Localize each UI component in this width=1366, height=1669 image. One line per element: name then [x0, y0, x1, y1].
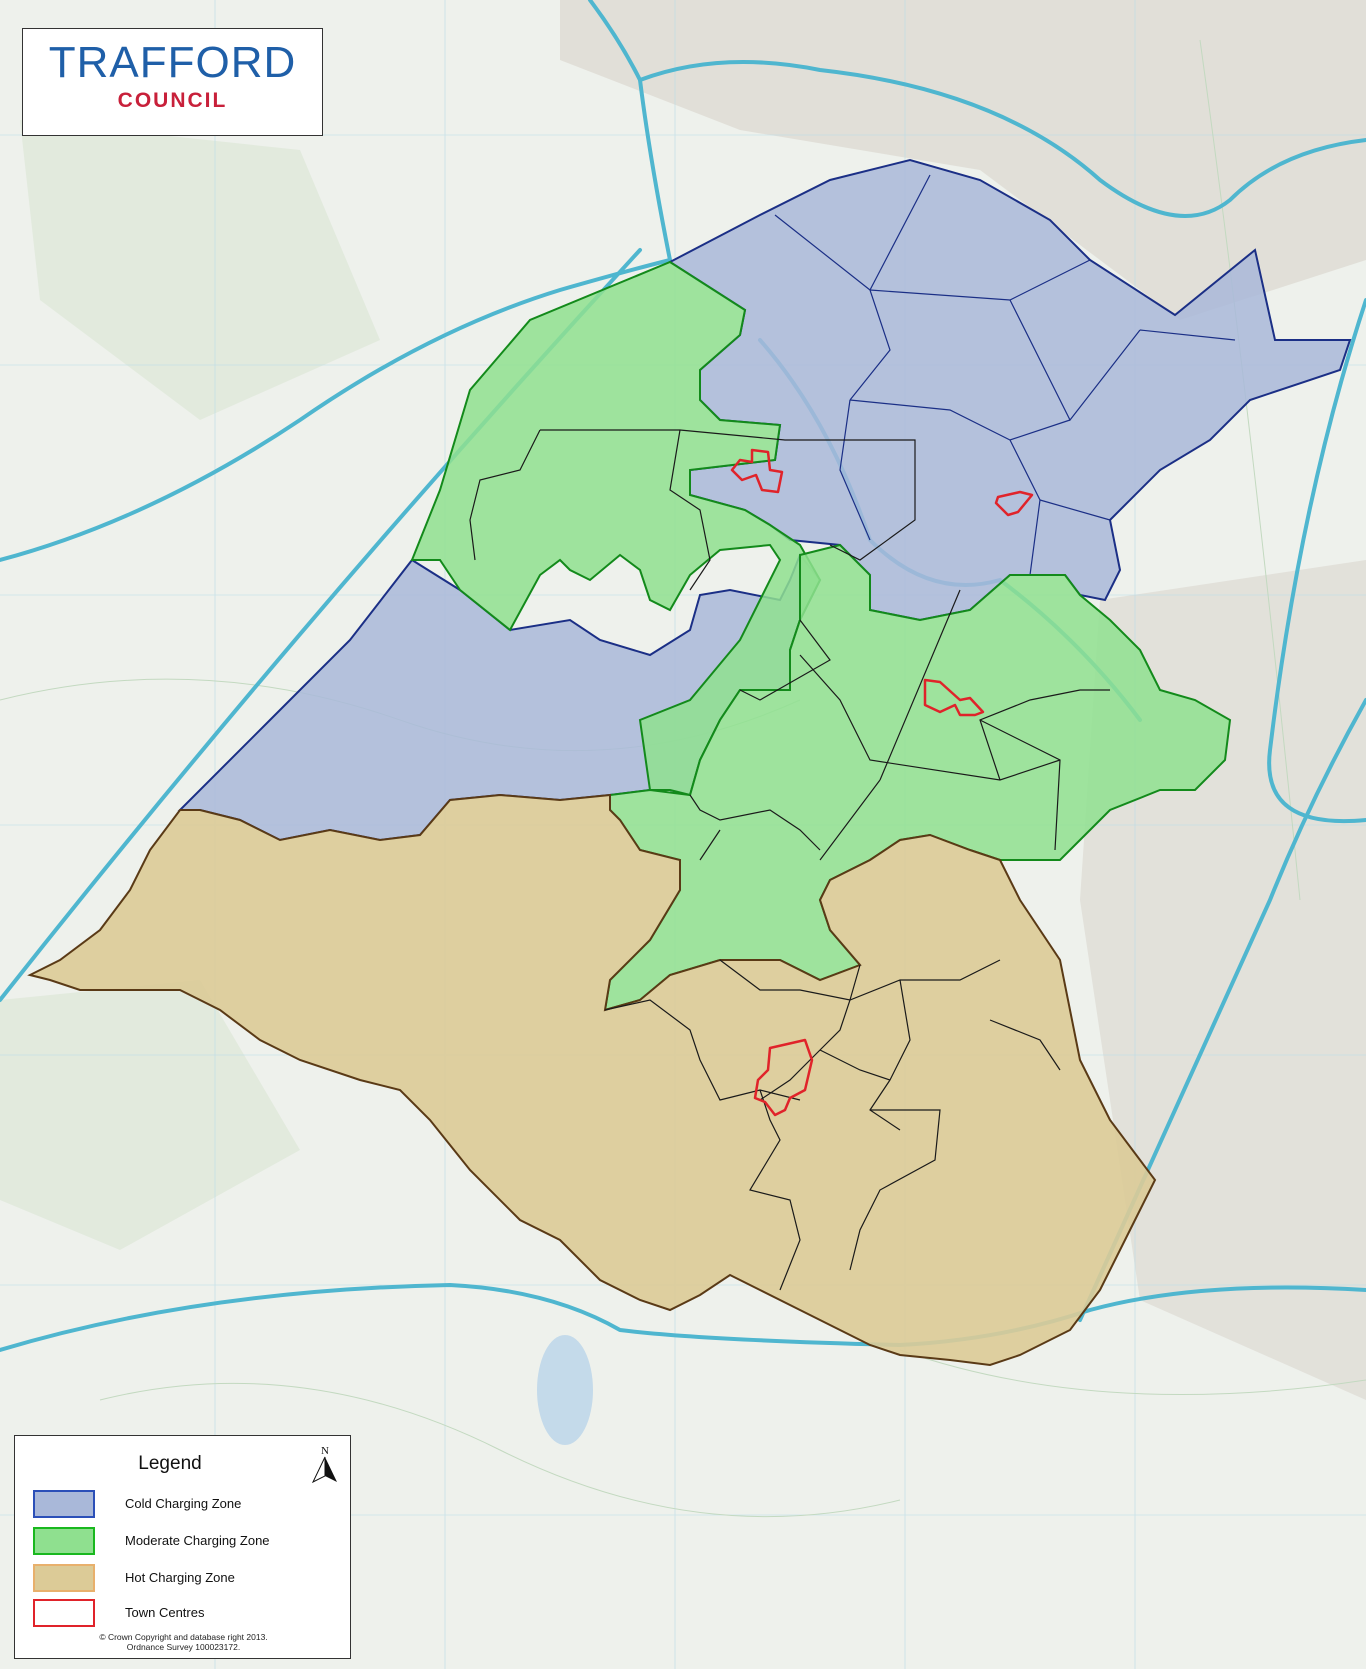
copyright-line-2: Ordnance Survey 100023172.: [126, 1642, 241, 1652]
town-centre-south: [753, 1038, 814, 1117]
town-centres[interactable]: [730, 448, 1034, 1117]
town-centre-central: [923, 678, 985, 717]
legend-label-moderate: Moderate Charging Zone: [125, 1533, 270, 1548]
copyright-line-1: © Crown Copyright and database right 201…: [99, 1632, 268, 1642]
legend-label-hot: Hot Charging Zone: [125, 1570, 235, 1585]
svg-text:N: N: [321, 1445, 329, 1457]
legend-label-town-centres: Town Centres: [125, 1605, 205, 1620]
legend-item-town-centres: Town Centres: [33, 1599, 343, 1629]
legend-title: Legend: [138, 1453, 202, 1474]
logo-subname: COUNCIL: [117, 89, 228, 112]
hot-charging-zone[interactable]: [27, 793, 1157, 1367]
legend-item-hot: Hot Charging Zone: [33, 1564, 343, 1594]
logo-name: TRAFFORD: [48, 38, 297, 87]
legend-label-cold: Cold Charging Zone: [125, 1496, 242, 1511]
north-arrow-icon: N: [311, 1445, 337, 1484]
hot-zone-swatch: [33, 1564, 95, 1592]
legend-item-cold: Cold Charging Zone: [33, 1490, 343, 1520]
town-centre-north: [730, 448, 784, 494]
copyright-notice: © Crown Copyright and database right 201…: [15, 1632, 352, 1652]
trafford-council-logo: TRAFFORD COUNCIL: [22, 28, 323, 136]
legend-item-moderate: Moderate Charging Zone: [33, 1527, 343, 1557]
town-centre-swatch: [33, 1599, 95, 1627]
moderate-charging-zone[interactable]: [410, 260, 1232, 1012]
cold-zone-swatch: [33, 1490, 95, 1518]
legend-panel: Legend N Cold Charging Zone Moderate Cha…: [14, 1435, 351, 1659]
moderate-zone-swatch: [33, 1527, 95, 1555]
town-centre-northeast: [994, 490, 1034, 517]
